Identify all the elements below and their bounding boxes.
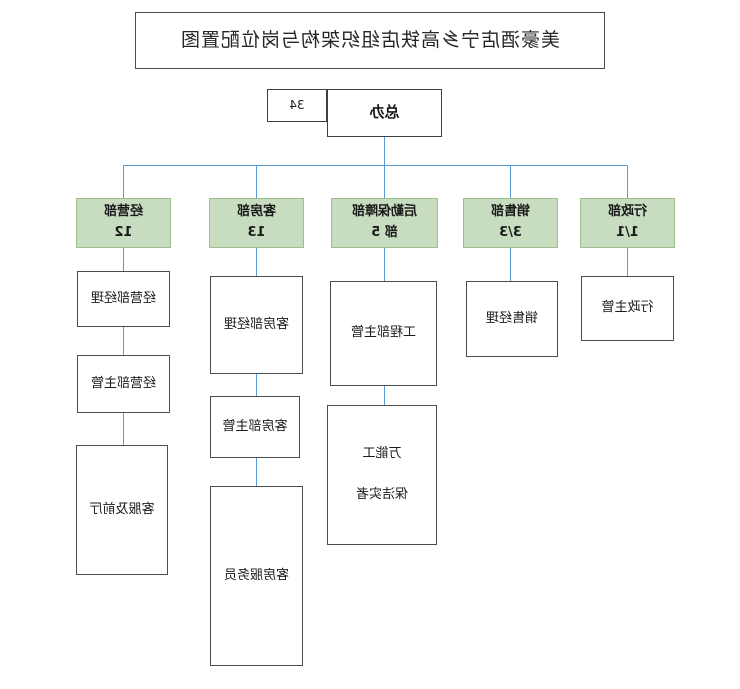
connector-bus-to-dept-5 [123,165,124,198]
dept-node-logistics-support[interactable]: 后勤保障部 部 5 [331,198,438,248]
dept-node-sales[interactable]: 销售部 3/3 [463,198,558,248]
role-line: 经营部经理 [91,290,157,306]
connector-admin-to-role-1 [627,248,628,276]
role-line: 客房部主管 [222,418,288,434]
role-node-guest-service-front-desk[interactable]: 客服及前厅 [76,445,168,575]
root-headcount-badge: 34 [267,89,327,122]
role-node-operations-supervisor[interactable]: 经营部主管 [77,355,170,413]
dept-headcount: 1/1 [616,225,639,240]
dept-headcount: 12 [114,225,133,240]
connector-root-stem [384,137,385,165]
connector-logistics-to-role-1 [384,248,385,281]
connector-bus-to-dept-1 [627,165,628,198]
connector-sales-to-role-1 [510,248,511,281]
role-node-sales-manager[interactable]: 销售经理 [466,281,558,357]
connector-housekeeping-role-1-to-role-2 [256,374,257,396]
role-line: 行政主管 [601,300,654,316]
dept-label: 后勤保障部 [352,204,418,220]
connector-housekeeping-role-2-to-role-3 [256,458,257,486]
dept-label: 行政部 [608,204,648,220]
dept-node-operations[interactable]: 经营部 12 [76,198,171,248]
connector-housekeeping-to-role-1 [256,248,257,276]
role-node-administrative-supervisor[interactable]: 行政主管 [581,276,674,341]
role-node-housekeeping-manager[interactable]: 客房部经理 [210,276,303,374]
root-node-label: 总办 [369,103,400,122]
dept-label: 客房部 [237,204,277,220]
connector-logistics-role-1-to-role-2 [384,386,385,405]
dept-headcount: 13 [247,225,266,240]
dept-headcount: 部 5 [371,225,398,240]
role-line: 销售经理 [486,310,539,326]
role-line: 保洁实者 [356,487,409,502]
dept-node-housekeeping[interactable]: 客房部 13 [209,198,304,248]
role-line: 万能工 [362,446,402,462]
role-node-housekeeping-supervisor[interactable]: 客房部主管 [210,396,300,458]
connector-bus-to-dept-4 [256,165,257,198]
role-node-engineering-supervisor[interactable]: 工程部主管 [330,281,437,386]
role-line: 客房部经理 [224,316,290,332]
role-line: 客服及前厅 [89,501,155,517]
role-line: 客房服务员 [224,567,290,583]
role-node-housekeeping-attendant[interactable]: 客房服务员 [210,486,303,666]
connector-operations-role-1-to-role-2 [123,327,124,355]
connector-horizontal-bus [124,165,628,166]
role-line: 工程部主管 [351,325,417,341]
root-node-general-office[interactable]: 总办 [327,89,442,137]
dept-headcount: 3/3 [499,225,522,240]
chart-title: 美豪酒店宁乡高铁店组织架构与岗位配置图 [135,12,605,69]
dept-node-administration[interactable]: 行政部 1/1 [580,198,675,248]
root-headcount-value: 34 [289,97,305,112]
connector-operations-role-2-to-role-3 [123,413,124,445]
role-node-operations-manager[interactable]: 经营部经理 [77,271,170,327]
dept-label: 销售部 [491,204,531,220]
connector-bus-to-dept-2 [510,165,511,198]
chart-title-text: 美豪酒店宁乡高铁店组织架构与岗位配置图 [180,28,561,51]
role-node-multiskilled-worker[interactable]: 万能工 保洁实者 [327,405,437,545]
connector-bus-to-dept-3 [384,165,385,198]
connector-operations-to-role-1 [123,248,124,271]
dept-label: 经营部 [104,204,144,220]
role-line: 经营部主管 [91,375,157,391]
